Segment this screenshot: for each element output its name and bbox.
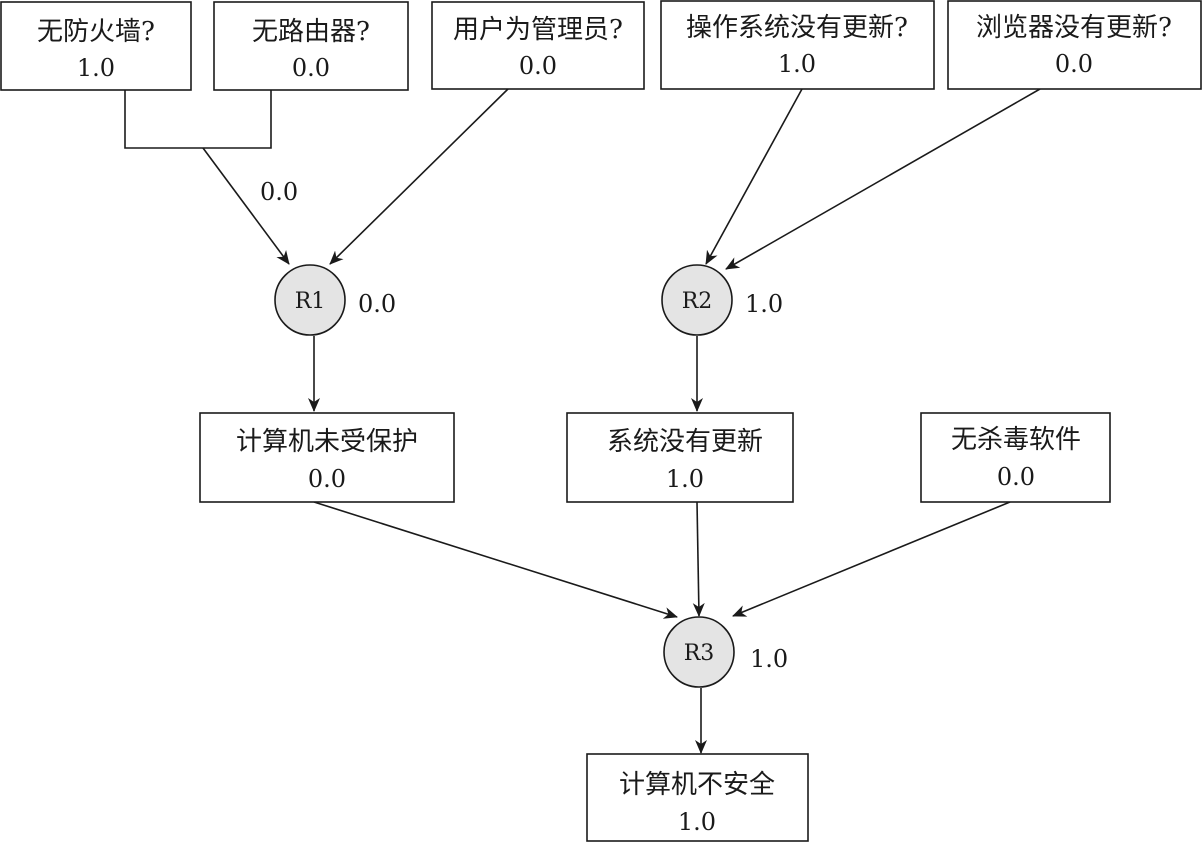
edge-browser-to-r2	[725, 88, 1041, 270]
node-no-router: 无路由器? 0.0	[213, 1, 409, 91]
rule-r2-value: 1.0	[745, 290, 783, 318]
node-label: 操作系统没有更新?	[686, 13, 908, 43]
edge-join-to-r1	[202, 147, 290, 265]
node-value: 0.0	[997, 463, 1035, 491]
node-label: 无防火墙?	[37, 17, 155, 47]
rule-name: R3	[684, 641, 715, 666]
edge-os-to-r2	[705, 88, 803, 265]
edge-unprotected-to-r3	[313, 501, 678, 619]
edge-user-admin-to-r1	[329, 88, 509, 265]
rule-name: R2	[682, 289, 713, 314]
node-label: 计算机不安全	[619, 770, 775, 800]
node-value: 0.0	[292, 54, 330, 82]
edge-system-to-r3	[692, 501, 705, 617]
node-label: 无杀毒软件	[951, 425, 1081, 455]
node-browser-not-updated: 浏览器没有更新? 0.0	[947, 0, 1202, 90]
node-value: 0.0	[1055, 50, 1093, 78]
node-value: 0.0	[308, 465, 346, 493]
rule-r1-value: 0.0	[358, 290, 396, 318]
node-no-firewall: 无防火墙? 1.0	[0, 1, 192, 91]
node-label: 用户为管理员?	[453, 15, 623, 45]
node-value: 1.0	[77, 54, 115, 82]
node-no-antivirus: 无杀毒软件 0.0	[920, 412, 1111, 503]
rule-r3-value: 1.0	[750, 645, 788, 673]
node-value: 1.0	[778, 50, 816, 78]
join-value-label: 0.0	[260, 178, 298, 206]
node-label: 计算机未受保护	[236, 427, 418, 457]
rule-name: R1	[295, 289, 326, 314]
node-value: 1.0	[666, 465, 704, 493]
node-unprotected: 计算机未受保护 0.0	[199, 412, 455, 503]
edge-no-router-join	[203, 90, 272, 149]
rule-r2: R2	[661, 264, 733, 336]
edge-antivirus-to-r3	[732, 501, 1011, 617]
node-insecure: 计算机不安全 1.0	[586, 753, 809, 842]
node-label: 无路由器?	[252, 17, 370, 47]
node-system-not-updated: 系统没有更新 1.0	[566, 412, 794, 503]
edge-no-firewall-join	[124, 90, 203, 149]
node-label: 系统没有更新	[607, 427, 763, 457]
node-label: 浏览器没有更新?	[976, 13, 1172, 43]
node-user-admin: 用户为管理员? 0.0	[431, 1, 645, 90]
node-value: 1.0	[678, 808, 716, 836]
rule-r3: R3	[663, 616, 735, 688]
rule-r1: R1	[274, 264, 346, 336]
node-os-not-updated: 操作系统没有更新? 1.0	[660, 0, 935, 90]
node-value: 0.0	[519, 52, 557, 80]
